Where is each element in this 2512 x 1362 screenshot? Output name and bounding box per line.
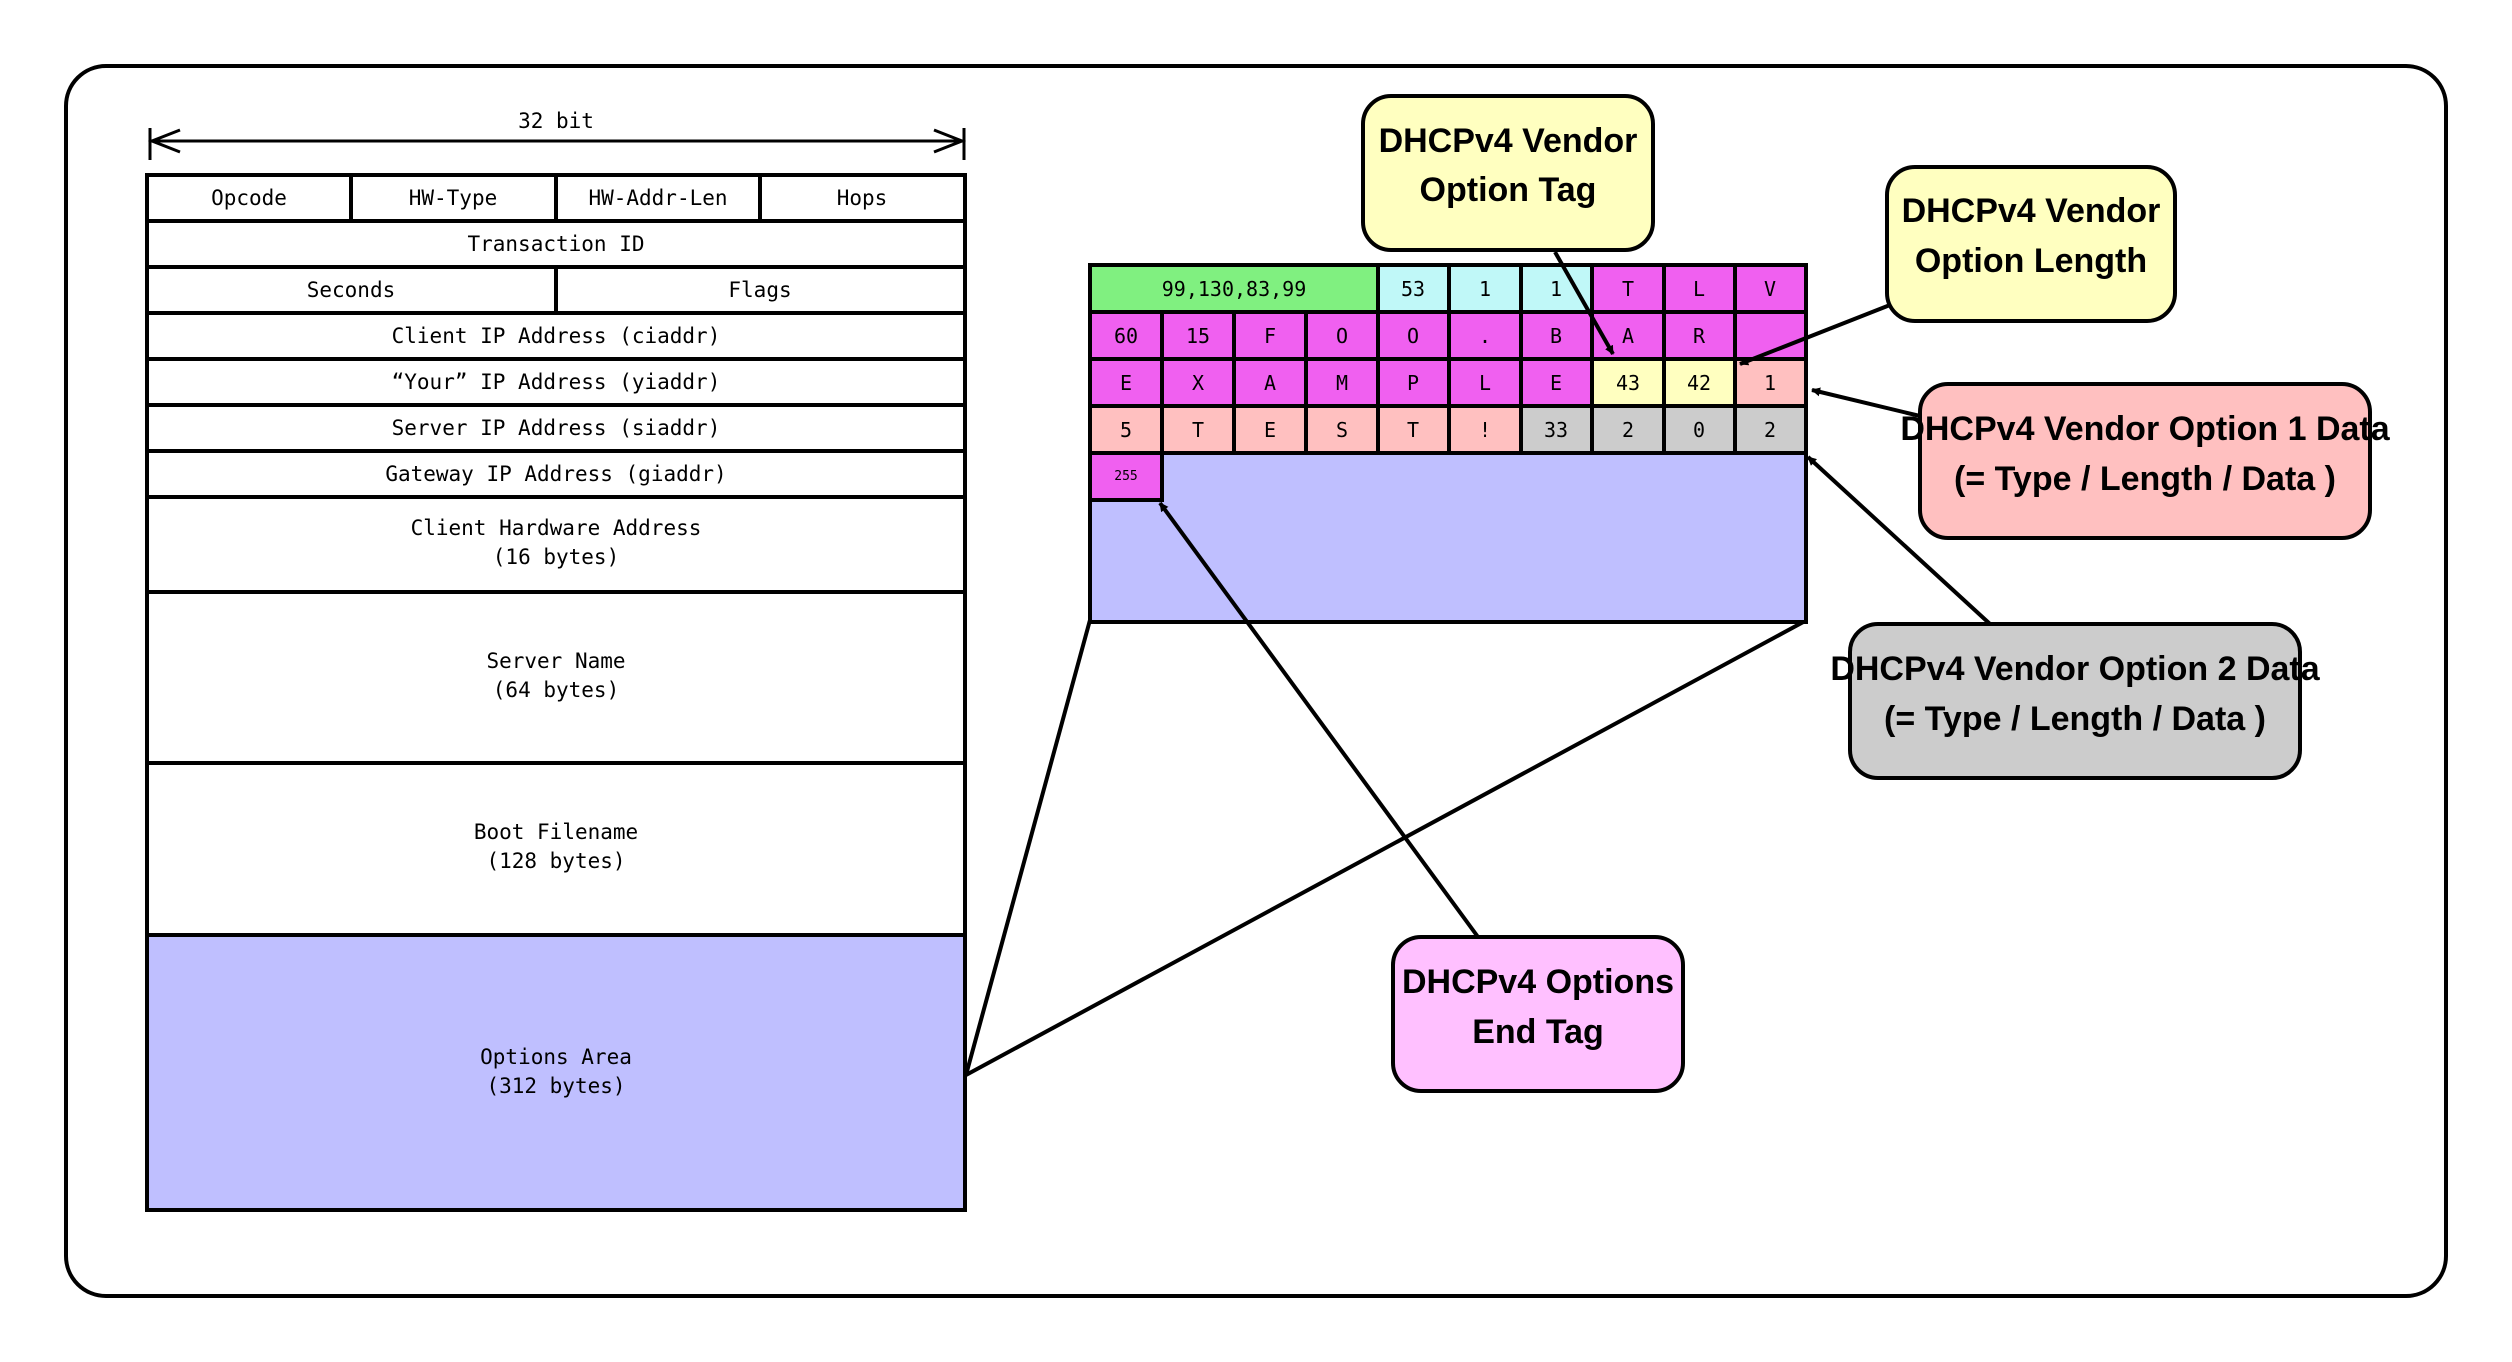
option-53-text: 53 bbox=[1401, 277, 1425, 301]
field-seconds: Seconds bbox=[307, 278, 396, 302]
grid-cell-text: E bbox=[1120, 371, 1132, 395]
callout-vendor-option-tag: DHCPv4 Vendor Option Tag bbox=[1361, 94, 1655, 252]
arrow-tag bbox=[1553, 251, 1615, 355]
callout-vendor-option-length: DHCPv4 Vendor Option Length bbox=[1885, 165, 2177, 323]
callout-opt2-line1: DHCPv4 Vendor Option 2 Data bbox=[1830, 650, 2320, 688]
field-transaction-id: Transaction ID bbox=[467, 232, 644, 256]
tlv-l-text: L bbox=[1693, 277, 1705, 301]
field-hw-addr-len: HW-Addr-Len bbox=[588, 186, 727, 210]
callout-vendor-option-2-data: DHCPv4 Vendor Option 2 Data (= Type / Le… bbox=[1830, 622, 2321, 780]
field-file: Boot Filename bbox=[474, 820, 638, 844]
grid-cell bbox=[1304, 310, 1380, 361]
grid-cell-text: R bbox=[1693, 324, 1706, 348]
grid-cell-text: X bbox=[1192, 371, 1204, 395]
width-indicator: 32 bit bbox=[147, 109, 967, 160]
opt1-data-text: T bbox=[1192, 418, 1204, 442]
arrow-opt2 bbox=[1806, 455, 1992, 626]
field-chaddr: Client Hardware Address bbox=[411, 516, 702, 540]
callout-length-line1: DHCPv4 Vendor bbox=[1902, 192, 2161, 230]
field-opcode: Opcode bbox=[211, 186, 287, 210]
zoom-line-top bbox=[964, 619, 1092, 1076]
opt2-data-cell bbox=[1733, 404, 1808, 455]
field-sname-size: (64 bytes) bbox=[493, 678, 619, 702]
opt2-data-text: 0 bbox=[1693, 418, 1705, 442]
options-area-field bbox=[145, 933, 967, 1212]
callout-options-end-tag: DHCPv4 Options End Tag bbox=[1391, 935, 1685, 1093]
field-giaddr: Gateway IP Address (giaddr) bbox=[385, 462, 726, 486]
opt1-data-text: 5 bbox=[1120, 418, 1132, 442]
field-ciaddr: Client IP Address (ciaddr) bbox=[392, 324, 721, 348]
opt2-data-text: 33 bbox=[1544, 418, 1568, 442]
grid-cell-text: B bbox=[1550, 324, 1562, 348]
arrow-length bbox=[1739, 303, 1891, 366]
opt2-data-cell bbox=[1519, 404, 1594, 455]
grid-cell-text: 60 bbox=[1114, 324, 1138, 348]
grid-cell-text: O bbox=[1407, 324, 1419, 348]
option-53-len-text: 1 bbox=[1479, 277, 1491, 301]
tlv-t-text: T bbox=[1622, 277, 1634, 301]
end-tag-text: 255 bbox=[1114, 469, 1137, 484]
field-sname: Server Name bbox=[486, 649, 625, 673]
grid-cell-text: A bbox=[1264, 371, 1276, 395]
field-hw-type: HW-Type bbox=[409, 186, 498, 210]
grid-cell-text: L bbox=[1479, 371, 1491, 395]
callout-vendor-option-1-data: DHCPv4 Vendor Option 1 Data (= Type / Le… bbox=[1900, 382, 2391, 540]
opt1-data-text: S bbox=[1336, 418, 1348, 442]
opt1-data-cell bbox=[1447, 404, 1523, 455]
field-chaddr-size: (16 bytes) bbox=[493, 545, 619, 569]
opt1-data-cell bbox=[1160, 404, 1236, 455]
callout-length-line2: Option Length bbox=[1915, 242, 2147, 280]
grid-cell bbox=[1447, 357, 1523, 408]
field-yiaddr: “Your” IP Address (yiaddr) bbox=[392, 370, 721, 394]
arrow-opt1 bbox=[1811, 387, 1921, 418]
options-grid: 99,130,83,99 53 1 1 T L V 60 15 F O O . … bbox=[1088, 263, 1808, 624]
vendor-tag-text: 43 bbox=[1616, 371, 1640, 395]
option-53-cell bbox=[1376, 263, 1451, 314]
field-options-size: (312 bytes) bbox=[486, 1074, 625, 1098]
end-tag-cell bbox=[1088, 451, 1164, 502]
vendor-length-text: 42 bbox=[1687, 371, 1711, 395]
callout-opt2-line2: (= Type / Length / Data ) bbox=[1884, 700, 2266, 738]
grid-cell bbox=[1160, 310, 1236, 361]
opt1-data-text: E bbox=[1264, 418, 1276, 442]
grid-cell-text: A bbox=[1622, 324, 1634, 348]
grid-cell-text: M bbox=[1336, 371, 1348, 395]
opt1-data-cell bbox=[1376, 404, 1451, 455]
tlv-v-text: V bbox=[1764, 277, 1776, 301]
opt1-data-text: ! bbox=[1479, 418, 1491, 442]
opt2-data-text: 2 bbox=[1764, 418, 1776, 442]
opt1-data-text: 1 bbox=[1764, 371, 1776, 395]
packet-layout: Opcode HW-Type HW-Addr-Len Hops Transact… bbox=[145, 173, 967, 1212]
grid-cell-text: E bbox=[1550, 371, 1562, 395]
field-options: Options Area bbox=[480, 1045, 632, 1069]
field-flags: Flags bbox=[728, 278, 791, 302]
callout-tag-line1: DHCPv4 Vendor bbox=[1379, 122, 1638, 160]
callout-end-line2: End Tag bbox=[1472, 1013, 1604, 1051]
magic-cookie-text: 99,130,83,99 bbox=[1162, 277, 1307, 301]
grid-cell-text: F bbox=[1264, 324, 1276, 348]
field-hops: Hops bbox=[837, 186, 888, 210]
opt1-data-text: T bbox=[1407, 418, 1419, 442]
grid-cell bbox=[1376, 310, 1451, 361]
opt1-data-cell bbox=[1232, 404, 1308, 455]
callout-opt1-line2: (= Type / Length / Data ) bbox=[1954, 460, 2336, 498]
callout-tag-line2: Option Tag bbox=[1420, 171, 1597, 209]
field-siaddr: Server IP Address (siaddr) bbox=[392, 416, 721, 440]
option-53-value-text: 1 bbox=[1550, 277, 1562, 301]
zoom-line-bottom bbox=[965, 618, 1808, 1077]
grid-cell-text: 15 bbox=[1186, 324, 1210, 348]
grid-cell-text: . bbox=[1479, 324, 1491, 348]
grid-cell-text: O bbox=[1336, 324, 1348, 348]
grid-cell bbox=[1160, 357, 1236, 408]
field-file-size: (128 bytes) bbox=[486, 849, 625, 873]
callout-end-line1: DHCPv4 Options bbox=[1402, 963, 1674, 1001]
opt1-data-cell bbox=[1088, 404, 1164, 455]
grid-cell-text: P bbox=[1407, 371, 1419, 395]
callout-opt1-line1: DHCPv4 Vendor Option 1 Data bbox=[1900, 410, 2390, 448]
opt2-data-text: 2 bbox=[1622, 418, 1634, 442]
arrow-end bbox=[1158, 501, 1480, 939]
width-label: 32 bit bbox=[518, 109, 594, 133]
